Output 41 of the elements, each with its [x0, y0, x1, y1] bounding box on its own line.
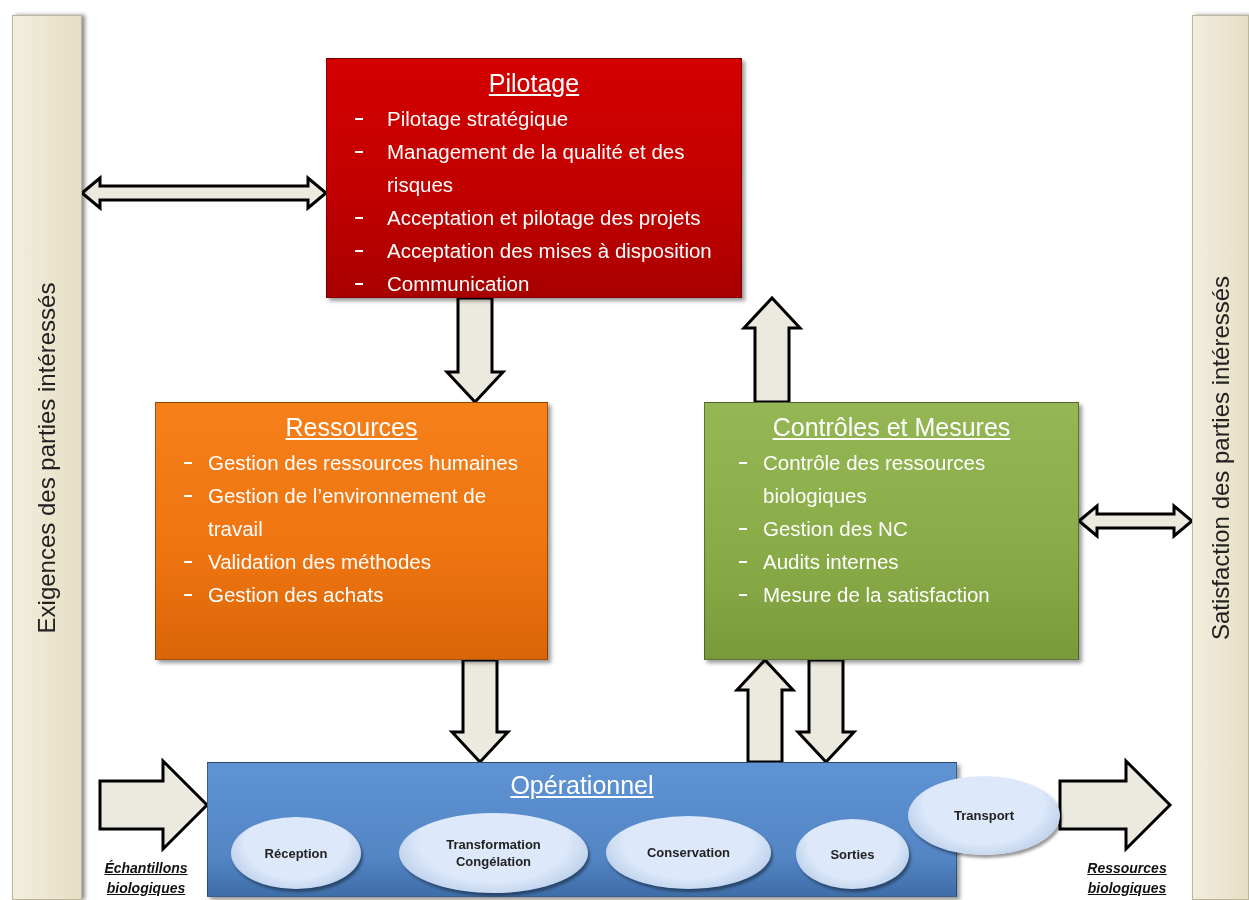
list-item: Mesure de la satisfaction — [763, 583, 990, 606]
box-heading: Contrôles et Mesures — [771, 413, 1012, 442]
box-heading: Pilotage — [487, 69, 581, 98]
list-item: Communication — [387, 272, 530, 295]
side-bar — [12, 15, 82, 900]
step-label: Réception — [264, 844, 328, 862]
step-label: Sorties — [830, 845, 875, 863]
side-bar-label: Exigences des parties intéressés — [33, 282, 61, 633]
edge-label: Ressources biologiques — [1086, 859, 1168, 898]
list-item: Management de la qualité et des risques — [387, 140, 685, 196]
pilotage-box — [326, 58, 742, 298]
controls-box — [704, 402, 1079, 660]
block-arrow — [740, 295, 804, 404]
box-heading: Ressources — [284, 413, 419, 442]
edge-label: Échantillons biologiques — [103, 859, 189, 898]
step-ellipse — [908, 776, 1060, 855]
side-bar — [1192, 15, 1249, 900]
list-item: Validation des méthodes — [208, 550, 431, 573]
block-arrow — [1058, 757, 1173, 853]
block-arrow — [794, 658, 858, 765]
step-label: Transport — [954, 807, 1014, 824]
list-item: Gestion des achats — [208, 583, 384, 606]
block-arrow — [1076, 502, 1195, 540]
list-item: Contrôle des ressources biologiques — [763, 451, 986, 507]
list-item: Acceptation des mises à disposition — [387, 239, 712, 262]
side-bar-label: Satisfaction des parties intéressés — [1206, 275, 1235, 640]
list-item: Acceptation et pilotage des projets — [387, 206, 701, 229]
box-heading: Opérationnel — [509, 771, 655, 800]
list-item: Audits internes — [763, 550, 899, 573]
block-arrow — [443, 296, 507, 405]
step-label: Conservation — [646, 844, 731, 861]
block-arrow — [448, 658, 512, 765]
list-item: Pilotage stratégique — [387, 107, 569, 130]
block-arrow — [79, 174, 329, 212]
resources-box — [155, 402, 548, 660]
list-item: Gestion des ressources humaines — [208, 451, 518, 474]
list-item: Gestion de l’environnement de travail — [208, 484, 487, 540]
step-label: Transformation Congélation — [445, 836, 542, 870]
block-arrow — [98, 757, 210, 853]
list-item: Gestion des NC — [763, 517, 908, 540]
block-arrow — [733, 657, 797, 764]
